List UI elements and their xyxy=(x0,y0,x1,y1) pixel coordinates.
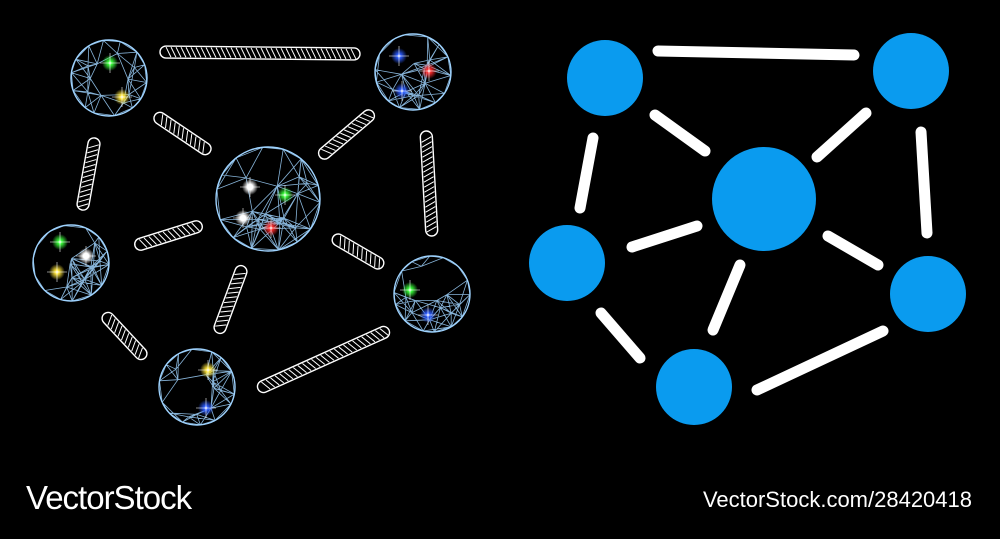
flat-link-9 xyxy=(595,307,646,364)
sparkle-1-2 xyxy=(112,87,132,107)
sparkle-3-4 xyxy=(261,218,281,238)
image-id-label: VectorStock.com/28420418 xyxy=(702,487,972,512)
sparkle-1-1 xyxy=(100,53,120,73)
flat-link-4 xyxy=(574,132,599,214)
sparkle-3-2 xyxy=(275,185,295,205)
mesh-link-4 xyxy=(76,137,101,211)
flat-link-1 xyxy=(652,45,860,61)
flat-nodes xyxy=(529,33,966,425)
sparkle-2-3 xyxy=(392,81,412,101)
mesh-nodes xyxy=(32,33,471,426)
vectorstock-logo: VectorStock xyxy=(26,479,192,516)
mesh-link-6 xyxy=(134,220,203,251)
sparkle-4-3 xyxy=(47,262,67,282)
flat-node-2 xyxy=(873,33,949,109)
flat-node-5 xyxy=(890,256,966,332)
sparkle-6-1 xyxy=(198,360,218,380)
sparkle-5-2 xyxy=(418,305,438,325)
sparkle-4-1 xyxy=(50,232,70,252)
mesh-link-2 xyxy=(153,111,212,156)
mesh-link-1 xyxy=(159,45,361,61)
mesh-link-8 xyxy=(213,264,248,335)
sparkle-4-2 xyxy=(76,246,96,266)
network-mesh-icon xyxy=(32,33,471,426)
flat-links xyxy=(574,45,933,396)
mesh-node-6 xyxy=(158,348,236,426)
mesh-link-3 xyxy=(317,109,376,160)
flat-link-10 xyxy=(751,325,889,396)
flat-node-4 xyxy=(529,225,605,301)
mesh-links xyxy=(76,45,439,394)
mesh-node-2 xyxy=(374,33,452,111)
flat-link-3 xyxy=(811,107,872,163)
sparkle-3-3 xyxy=(233,208,253,228)
mesh-link-5 xyxy=(419,130,439,237)
mesh-link-9 xyxy=(101,311,148,361)
flat-link-7 xyxy=(822,230,884,271)
flat-link-5 xyxy=(915,126,933,239)
flat-node-3 xyxy=(712,147,816,251)
sparkle-5-1 xyxy=(400,280,420,300)
sparkle-3-1 xyxy=(240,177,260,197)
flat-link-8 xyxy=(707,259,746,336)
flat-link-2 xyxy=(649,109,711,157)
flat-node-6 xyxy=(656,349,732,425)
mesh-node-1 xyxy=(70,39,148,117)
flat-link-6 xyxy=(626,220,703,253)
mesh-node-4 xyxy=(32,224,110,302)
network-flat-icon xyxy=(529,33,966,425)
flat-node-1 xyxy=(567,40,643,116)
mesh-link-10 xyxy=(256,325,391,394)
sparkle-6-2 xyxy=(196,398,216,418)
sparkle-2-2 xyxy=(419,61,439,81)
mesh-node-3 xyxy=(215,146,321,252)
mesh-link-7 xyxy=(331,233,385,270)
mesh-node-5 xyxy=(393,255,471,333)
sparkle-2-1 xyxy=(389,46,409,66)
